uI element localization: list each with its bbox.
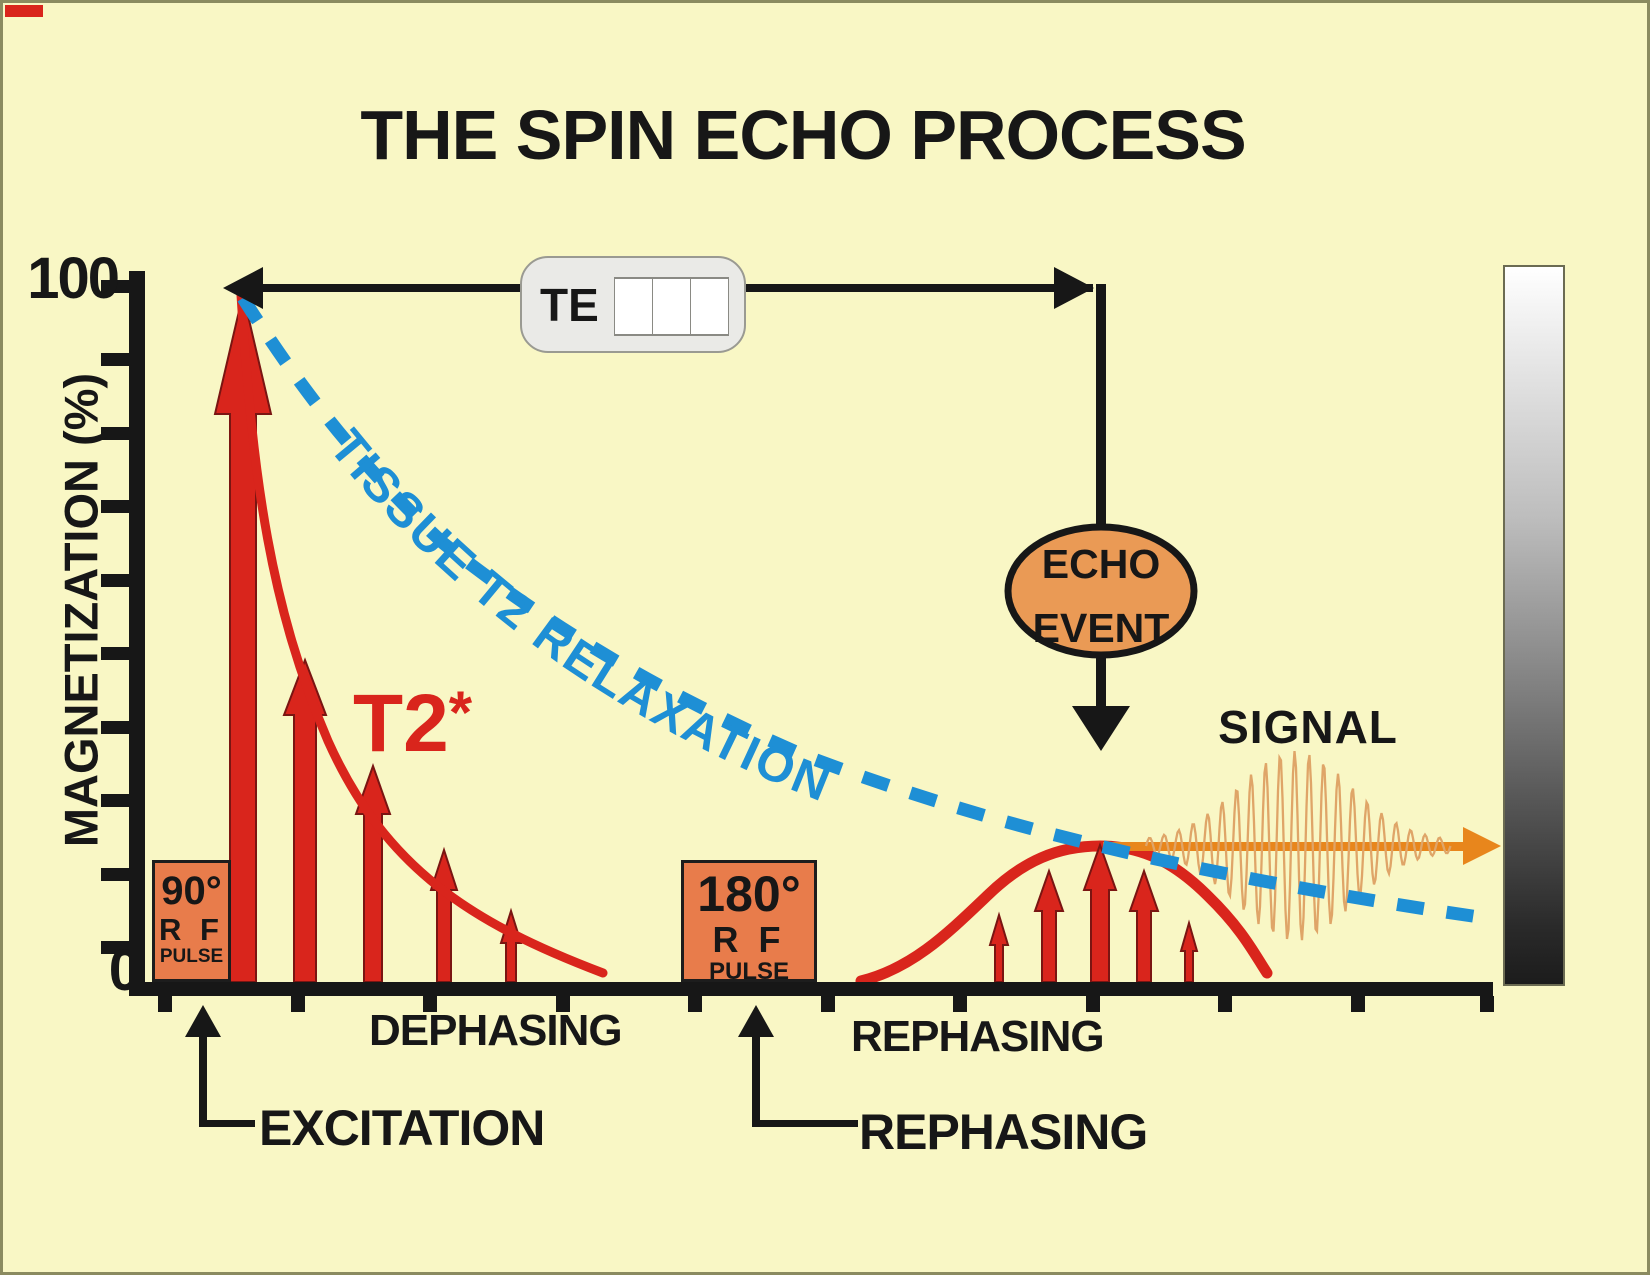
echo-hump-curve [855,840,1273,987]
x-axis-tick [821,996,835,1012]
y-axis-tick [101,574,131,587]
rephasing-arrow [988,911,1010,983]
signal-label: SIGNAL [1218,701,1398,753]
signal-arrowhead-icon [1463,827,1501,865]
y-axis-tick [101,500,131,513]
echo-event-ellipse [1004,523,1198,659]
excitation-connector-shaft [199,1035,207,1127]
tissue-t2-curve [237,294,1494,926]
y-axis-tick [101,647,131,660]
x-axis-tick [1218,996,1232,1012]
excitation-pulse-arrow [213,293,273,983]
rephasing-arrow [1179,919,1199,983]
echo-event-arrow-shaft [1096,651,1106,711]
echo-event-line2: EVENT [1032,605,1170,651]
y-axis-max-label: 100 [27,246,120,311]
dephasing-region-label: DEPHASING [369,1006,623,1055]
rephasing-arrows [988,842,1199,983]
rf-pulse-90-box: 90° R F PULSE [152,860,231,982]
page-title: THE SPIN ECHO PROCESS [360,96,1246,174]
y-axis-tick [101,794,131,807]
te-value-cell[interactable] [614,277,653,336]
x-axis-tick [158,996,172,1012]
x-axis-tick [953,996,967,1012]
echo-event-line1: ECHO [1041,541,1161,587]
rephasing-connector-elbow [752,1120,858,1127]
rf90-pulse-label: PULSE [159,946,224,967]
bottom-connectors [185,1005,858,1127]
rephasing-connector-arrowhead-icon [738,1005,774,1037]
echo-event-arrowhead-icon [1072,706,1130,751]
te-value-cell[interactable] [652,277,691,336]
rf180-pulse-label: PULSE [708,958,789,985]
t2star-asterisk: * [448,679,473,746]
x-axis-line [129,982,1493,996]
rephasing-annotation-label: REPHASING [859,1104,1148,1160]
y-axis-tick [101,721,131,734]
t2star-decay-curve [236,290,608,978]
rephasing-region-label: REPHASING [851,1012,1105,1061]
x-axis-tick [1086,996,1100,1012]
te-right-arrowhead-icon [1054,267,1094,309]
y-axis-title: MAGNETIZATION (%) [54,372,108,848]
signal-waveform [1144,750,1452,941]
x-axis-tick [1351,996,1365,1012]
excitation-connector-arrowhead-icon [185,1005,221,1037]
dephasing-arrow [354,763,392,983]
rf90-degrees: 90° [161,869,222,913]
rephasing-connector-shaft [752,1035,760,1127]
y-axis-tick [101,868,131,881]
y-axis-tick [101,941,131,954]
rf180-degrees: 180° [697,866,801,922]
rf90-rf-label: R F [159,912,224,947]
t2star-text: T2 [353,678,449,769]
rephasing-arrow [1082,842,1118,983]
te-pill: TE [520,256,746,353]
rephasing-arrow [1033,867,1065,983]
x-axis-tick [1480,996,1494,1012]
te-left-arrowhead-icon [223,267,263,309]
dephasing-arrow [499,907,523,983]
x-axis-tick [291,996,305,1012]
rf-pulse-180-box: 180° R F PULSE [681,860,817,985]
x-axis-tick [556,996,570,1012]
te-label: TE [540,279,599,331]
y-axis-line [129,271,145,996]
rf180-rf-label: R F [712,919,786,960]
x-axis-tick [688,996,702,1012]
corner-mark [5,5,43,17]
rephasing-arrow [1128,867,1160,983]
echo-event-drop-line [1096,284,1106,532]
dephasing-arrow [282,657,328,983]
t2star-label: T2* [353,683,472,765]
tissue-t2-relaxation-text: TISSUE T2 RELAXATION [319,420,839,812]
y-axis-tick [101,280,131,293]
excitation-connector-elbow [199,1120,255,1127]
dephasing-arrows [282,657,523,983]
x-axis-tick [423,996,437,1012]
y-axis-tick [101,427,131,440]
grayscale-intensity-bar [1503,265,1565,986]
excitation-annotation-label: EXCITATION [259,1100,545,1156]
te-value-cell[interactable] [690,277,729,336]
dephasing-arrow [429,846,459,983]
y-axis-tick [101,353,131,366]
diagram-graphics: TISSUE T2 RELAXATION [185,267,1501,1127]
